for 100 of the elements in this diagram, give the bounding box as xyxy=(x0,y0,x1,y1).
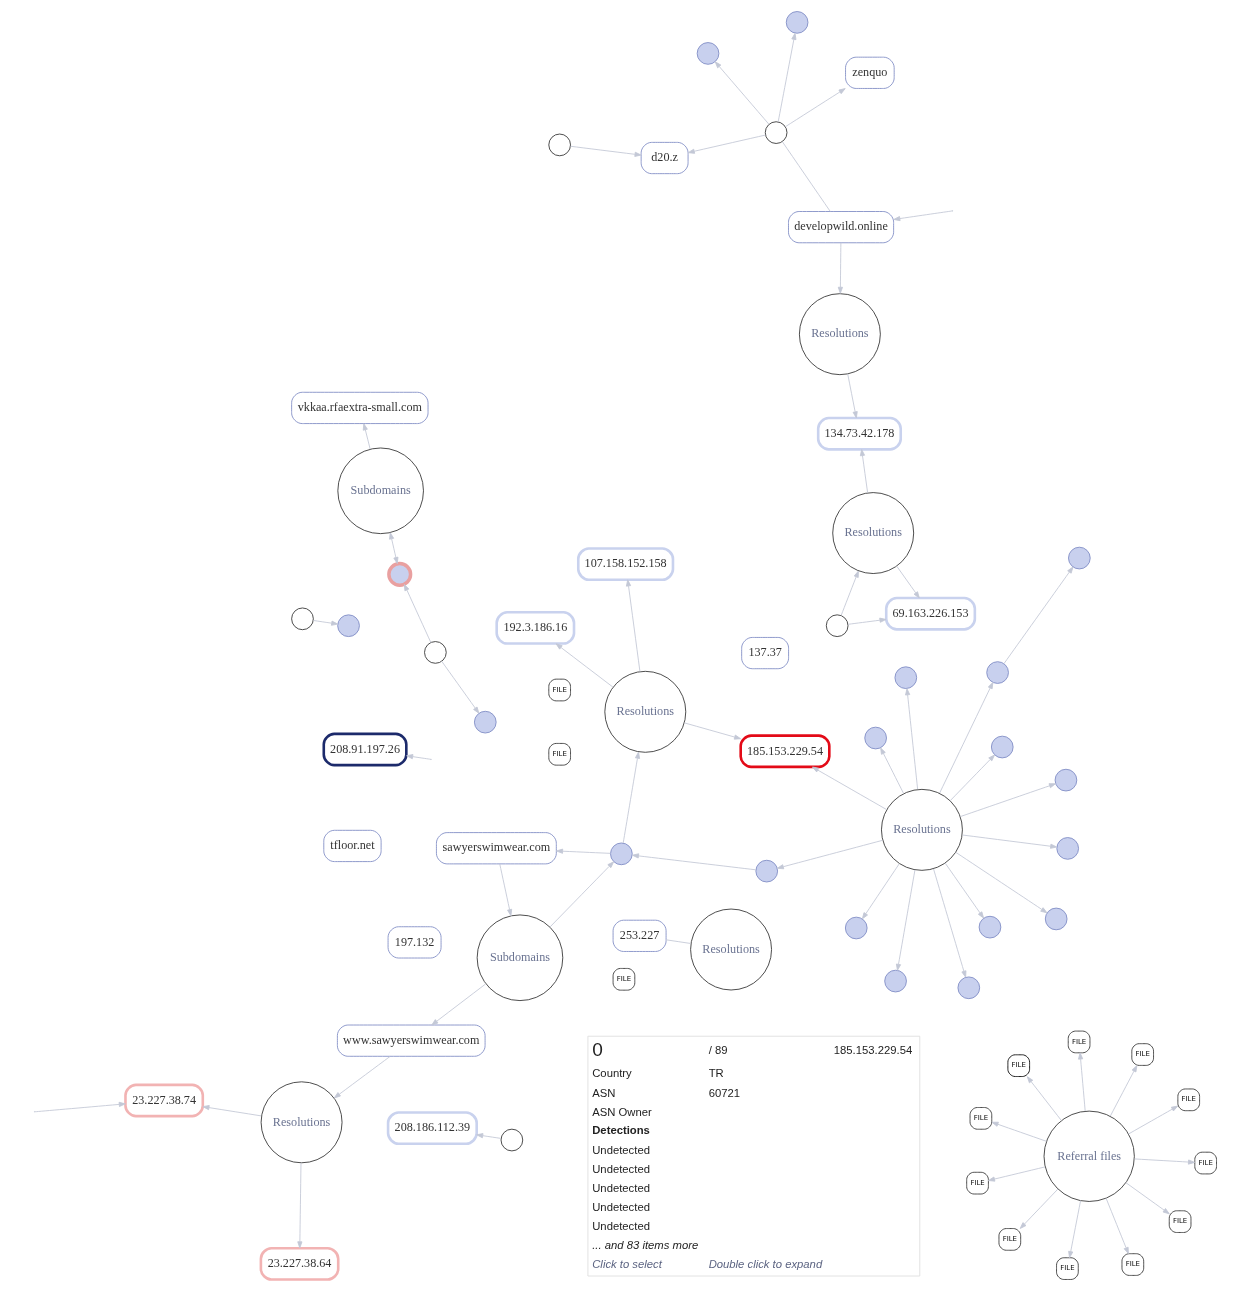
arrow xyxy=(987,1166,1045,1182)
label: Undetected xyxy=(591,1201,650,1214)
node-circle: Referral files xyxy=(1043,1110,1135,1202)
label: / 89 xyxy=(708,1043,727,1056)
arrow xyxy=(687,134,766,154)
node-circle xyxy=(863,726,887,750)
node-circle: Subdomains xyxy=(476,914,563,1002)
node-box: 253.227 xyxy=(612,919,667,952)
node-circle xyxy=(990,735,1014,759)
arrow xyxy=(861,863,900,920)
connector xyxy=(781,141,831,212)
arrow xyxy=(622,751,640,844)
arrow xyxy=(625,579,640,672)
arrow xyxy=(895,869,915,971)
node-circle xyxy=(764,121,787,144)
arrow xyxy=(879,747,904,794)
node-circle xyxy=(386,561,412,587)
node-circle xyxy=(978,915,1001,939)
arrow xyxy=(1026,1076,1062,1121)
node-circle xyxy=(1055,837,1079,860)
arrow xyxy=(811,766,887,810)
arrow xyxy=(333,1055,391,1099)
arrow xyxy=(949,754,995,802)
node-box: 107.158.152.158 xyxy=(576,547,674,582)
arrow xyxy=(549,861,614,928)
arrow xyxy=(296,1162,302,1249)
label: Country xyxy=(591,1067,632,1080)
arrow xyxy=(1019,1188,1058,1229)
arrow xyxy=(837,242,843,294)
node-box: zenquo xyxy=(844,56,895,89)
node-box: vkkaa.rfaextra-small.com xyxy=(290,391,428,424)
label: ... and 83 items more xyxy=(591,1238,698,1251)
node-circle xyxy=(894,666,917,689)
label: 0 xyxy=(591,1038,603,1060)
node-circle xyxy=(473,710,497,734)
arrow xyxy=(403,584,431,643)
node-circle xyxy=(844,916,868,940)
node-circle xyxy=(547,133,571,157)
node-box: tfloor.net xyxy=(322,829,382,863)
arrow xyxy=(959,783,1056,817)
arrow xyxy=(892,210,953,222)
arrow xyxy=(991,1121,1047,1142)
arrow xyxy=(312,620,338,626)
node-circle: Resolutions xyxy=(689,908,772,991)
node-box: 23.227.38.64 xyxy=(259,1246,339,1281)
arrow xyxy=(34,1101,126,1113)
arrow xyxy=(895,565,920,599)
arrow xyxy=(846,373,858,419)
label: ASN xyxy=(591,1086,615,1099)
node-box: 23.227.38.74 xyxy=(123,1083,204,1118)
arrow xyxy=(405,754,431,760)
node-circle: Resolutions xyxy=(603,670,686,753)
arrow xyxy=(1109,1065,1137,1117)
label: TR xyxy=(708,1067,724,1080)
node-circle: Subdomains xyxy=(336,447,424,535)
arrow xyxy=(440,660,479,714)
label: Double click to expand xyxy=(708,1257,822,1270)
node-box: developwild.online xyxy=(787,211,894,244)
node-circle xyxy=(825,614,848,637)
arrow xyxy=(555,643,613,688)
node-circle xyxy=(1044,907,1067,931)
node-circle xyxy=(785,11,808,34)
arrow xyxy=(1003,566,1073,664)
node-circle xyxy=(1067,546,1091,570)
arrow xyxy=(944,862,984,919)
node-box: sawyerswimwear.com xyxy=(435,832,557,865)
label: ASN Owner xyxy=(591,1105,652,1118)
label: Click to select xyxy=(591,1257,662,1270)
node-box: 192.3.186.16 xyxy=(494,611,575,645)
arrow xyxy=(498,863,512,917)
arrow xyxy=(430,983,486,1026)
node-box: 208.91.197.26 xyxy=(321,732,408,767)
arrow xyxy=(475,1133,501,1139)
node-circle xyxy=(609,842,633,866)
node-box: 137.37 xyxy=(740,637,789,670)
label: 185.153.229.54 xyxy=(833,1043,912,1056)
arrow xyxy=(1127,1105,1178,1135)
arrow xyxy=(784,88,846,128)
arrow xyxy=(683,722,741,740)
node-circle: Resolutions xyxy=(831,492,914,574)
node-circle xyxy=(1054,768,1077,792)
node-circle: Resolutions xyxy=(880,788,963,871)
arrow xyxy=(388,532,398,564)
arrow xyxy=(954,851,1047,914)
arrow xyxy=(202,1105,261,1117)
arrow xyxy=(1124,1182,1170,1215)
arrow xyxy=(1067,1200,1081,1259)
arrow xyxy=(1133,1158,1195,1165)
node-box: 185.153.229.54 xyxy=(738,734,831,769)
arrow xyxy=(362,423,371,450)
label: Undetected xyxy=(591,1143,650,1156)
arrow xyxy=(777,32,796,123)
label: Undetected xyxy=(591,1162,650,1175)
arrow xyxy=(938,682,993,794)
label: Detections xyxy=(591,1123,650,1136)
node-circle xyxy=(754,859,778,883)
node-circle xyxy=(883,969,907,993)
node-box: 197.132 xyxy=(387,926,441,959)
node-box: 208.186.112.39 xyxy=(386,1111,478,1146)
arrow xyxy=(859,449,868,494)
